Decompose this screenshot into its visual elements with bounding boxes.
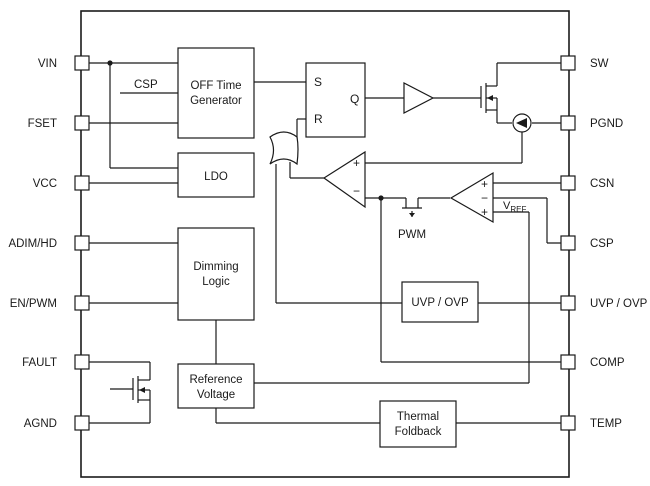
dimming-logic-block: Dimming Logic <box>177 227 255 321</box>
ldo-label: LDO <box>204 171 228 183</box>
pin-label-uvp-ovp: UVP / OVP <box>590 298 648 310</box>
pin-pad-fset <box>74 115 90 131</box>
sr-latch: S R Q <box>305 62 366 138</box>
pin-pad-agnd <box>74 415 90 431</box>
latch-s-label: S <box>314 75 322 89</box>
vref-label: VREF <box>503 200 526 214</box>
right-pins: SW PGND CSN CSP UVP / OVP COMP TEMP <box>560 55 648 431</box>
uvp-ovp-block-label: UVP / OVP <box>411 297 469 309</box>
pin-label-csp: CSP <box>590 238 614 250</box>
pin-label-csn: CSN <box>590 178 614 190</box>
pin-label-comp: COMP <box>590 357 625 369</box>
pin-pad-comp <box>560 354 576 370</box>
pin-label-adim: ADIM/HD <box>8 238 57 250</box>
pin-pad-pgnd <box>560 115 576 131</box>
left-pins: VIN FSET VCC ADIM/HD EN/PWM FAULT AGND <box>8 55 90 431</box>
ldo-block: LDO <box>177 152 255 198</box>
latch-q-label: Q <box>350 92 359 106</box>
pin-pad-vin <box>74 55 90 71</box>
dimming-label-line1: Dimming <box>193 261 238 273</box>
amp-plus-top-label: + <box>481 177 488 191</box>
pin-label-pgnd: PGND <box>590 118 623 130</box>
thermal-foldback-block: Thermal Foldback <box>379 400 457 448</box>
comparator-minus-label: − <box>353 184 360 198</box>
pin-label-vcc: VCC <box>33 178 57 190</box>
pin-label-temp: TEMP <box>590 418 622 430</box>
pin-label-enpwm: EN/PWM <box>10 298 57 310</box>
pwm-switch-arrow <box>409 213 415 217</box>
gate-driver-buffer <box>403 82 435 114</box>
pin-label-sw: SW <box>590 58 609 70</box>
pin-pad-enpwm <box>74 295 90 311</box>
fault-transistor-symbol <box>110 376 151 403</box>
amp-plus-bottom-label: + <box>481 205 488 219</box>
pin-pad-fault <box>74 354 90 370</box>
pin-pad-temp <box>560 415 576 431</box>
thermal-label-line1: Thermal <box>397 411 439 423</box>
or-gate <box>269 131 299 166</box>
current-sense-icon <box>512 113 532 133</box>
off-time-generator-block: OFF Time Generator <box>177 47 255 139</box>
junction-dot-vin <box>107 60 113 66</box>
pin-label-fault: FAULT <box>22 357 57 369</box>
amp-minus-label: − <box>481 191 488 205</box>
pin-label-vin: VIN <box>38 58 57 70</box>
pin-pad-csn <box>560 175 576 191</box>
wires <box>89 62 569 424</box>
reference-label-line2: Voltage <box>197 389 235 401</box>
latch-r-label: R <box>314 112 323 126</box>
pin-pad-adim <box>74 235 90 251</box>
pin-pad-sw <box>560 55 576 71</box>
error-amplifier: + − + <box>449 171 494 224</box>
dimming-label-line2: Logic <box>202 276 230 288</box>
uvp-ovp-block: UVP / OVP <box>401 281 479 323</box>
power-mosfet-symbol <box>480 83 498 113</box>
thermal-label-line2: Foldback <box>395 426 442 438</box>
comparator-plus-label: + <box>353 156 360 170</box>
reference-label-line1: Reference <box>189 374 242 386</box>
off-time-label-line2: Generator <box>190 95 242 107</box>
reference-voltage-block: Reference Voltage <box>177 363 255 409</box>
pwm-comparator: + − <box>322 150 366 209</box>
pin-pad-uvp-ovp <box>560 295 576 311</box>
pin-label-agnd: AGND <box>24 418 57 430</box>
off-time-label-line1: OFF Time <box>190 80 241 92</box>
junction-dot-comp <box>378 195 384 201</box>
csp-input-label: CSP <box>134 79 158 91</box>
pin-pad-csp <box>560 235 576 251</box>
pin-label-fset: FSET <box>28 118 57 130</box>
pwm-switch-label: PWM <box>398 229 426 241</box>
pin-pad-vcc <box>74 175 90 191</box>
